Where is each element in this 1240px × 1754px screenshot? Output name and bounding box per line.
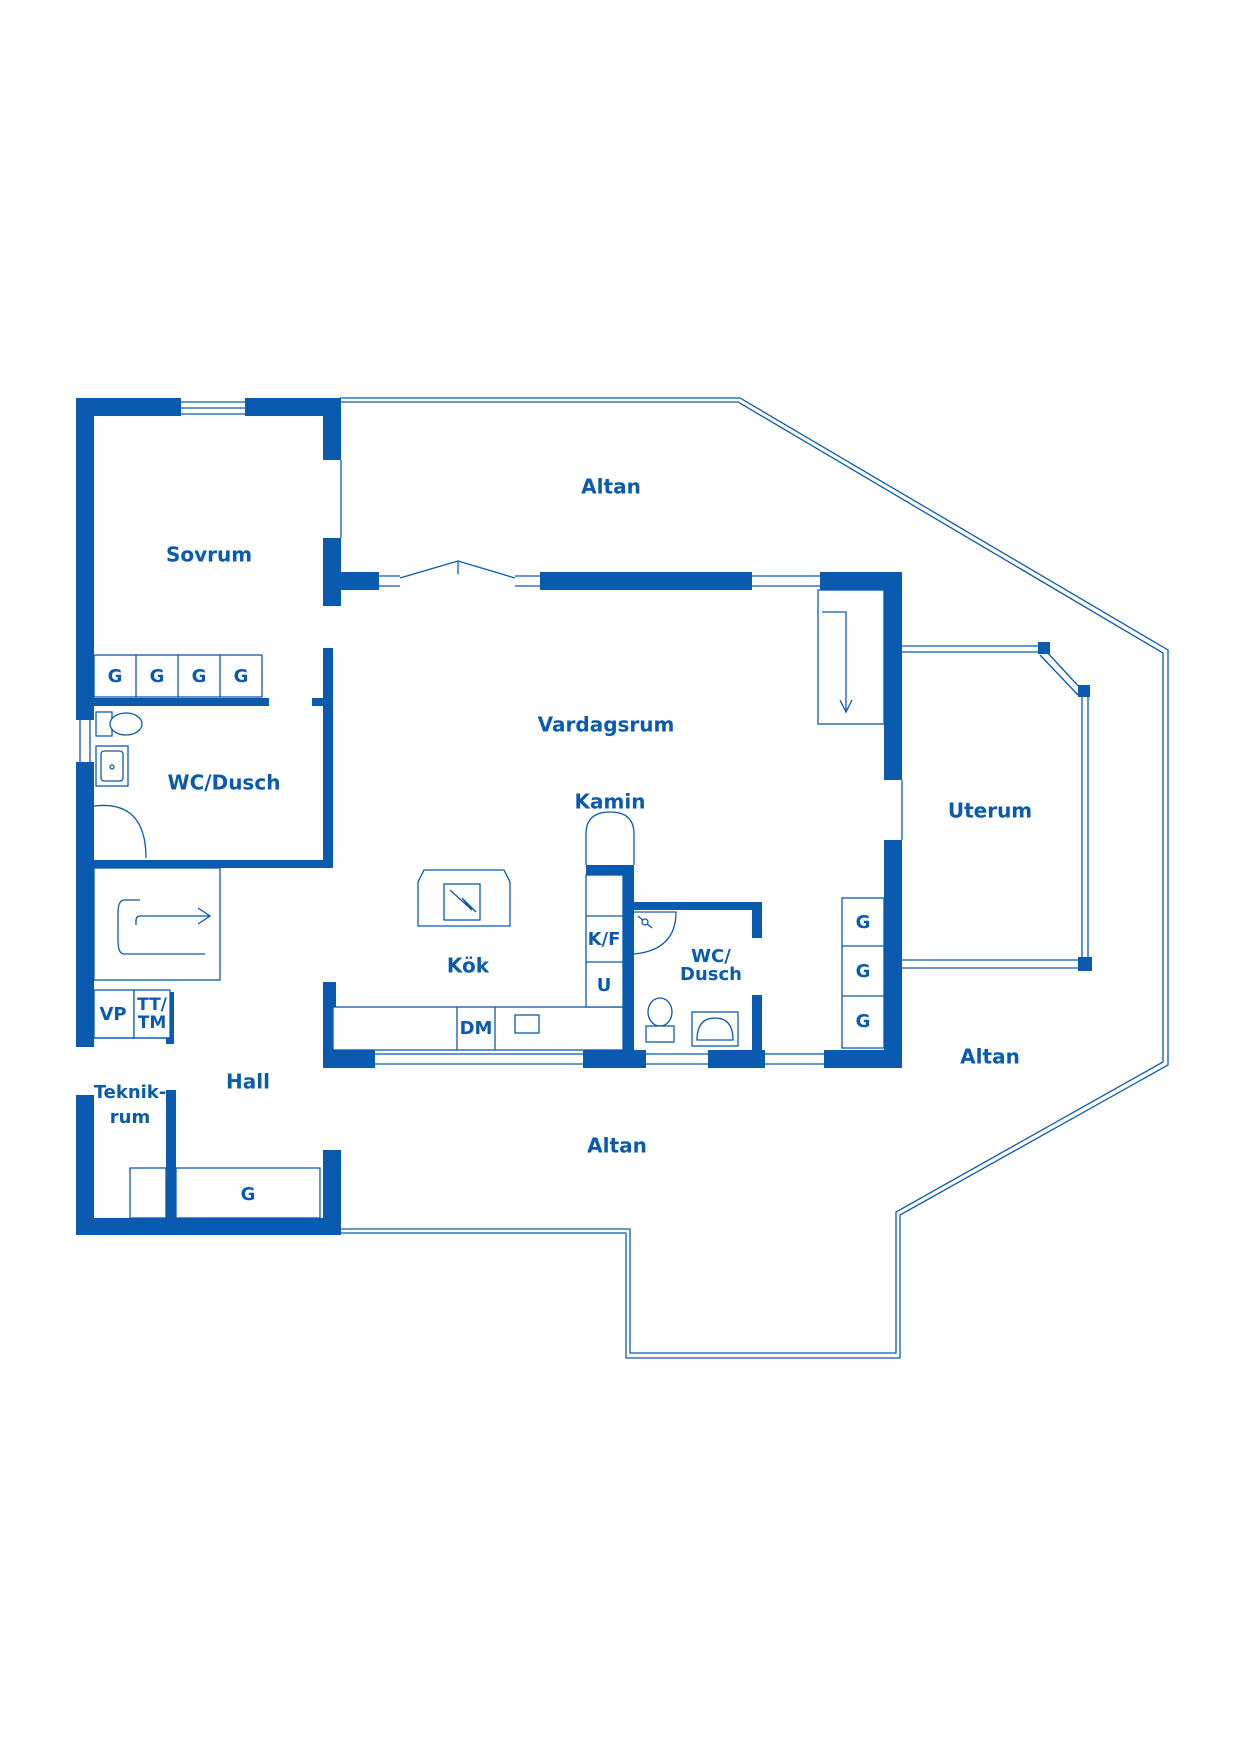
terrace-outline xyxy=(340,397,1169,1359)
room-labels: Altan Sovrum Vardagsrum Kamin Uterum WC/… xyxy=(94,475,1032,1158)
oven-label: U xyxy=(597,975,612,996)
room-label-sovrum: Sovrum xyxy=(166,543,252,567)
fixture-labels: G G G G G G G G K/F U DM VP TT/ TM xyxy=(99,666,870,1205)
wardrobe-label: G xyxy=(856,961,871,982)
wardrobe-label: G xyxy=(234,666,249,687)
room-label-teknikrum-line2: rum xyxy=(110,1107,150,1128)
room-label-uterum: Uterum xyxy=(948,799,1032,823)
heat-pump-label: VP xyxy=(99,1004,126,1025)
room-label-kok: Kök xyxy=(447,954,490,978)
room-label-altan-south: Altan xyxy=(587,1134,647,1158)
terrace-door xyxy=(399,560,516,579)
room-label-vardagsrum: Vardagsrum xyxy=(538,713,675,737)
room-label-hall: Hall xyxy=(226,1070,270,1094)
wardrobe-label: G xyxy=(150,666,165,687)
wardrobe-label: G xyxy=(241,1184,256,1205)
room-label-wc-dusch-west: WC/Dusch xyxy=(168,771,281,795)
wardrobe-label: G xyxy=(856,1011,871,1032)
room-label-altan-east: Altan xyxy=(960,1045,1020,1069)
fridge-freezer-label: K/F xyxy=(588,929,621,950)
windows xyxy=(79,401,1089,1065)
room-label-wc-dusch-east-line1: WC/ xyxy=(691,946,731,967)
room-label-wc-dusch-east-line2: Dusch xyxy=(680,964,742,985)
room-label-altan-north: Altan xyxy=(581,475,641,499)
wardrobe-label: G xyxy=(856,912,871,933)
room-label-teknikrum-line1: Teknik- xyxy=(94,1082,167,1103)
washer-dryer-label-line1: TT/ xyxy=(137,995,168,1015)
wardrobe-label: G xyxy=(192,666,207,687)
walls xyxy=(76,398,1092,1235)
washer-dryer-label-line2: TM xyxy=(138,1013,167,1033)
wardrobe-label: G xyxy=(108,666,123,687)
room-label-kamin: Kamin xyxy=(575,790,646,814)
fixtures xyxy=(93,589,885,1219)
dishwasher-label: DM xyxy=(460,1018,493,1039)
